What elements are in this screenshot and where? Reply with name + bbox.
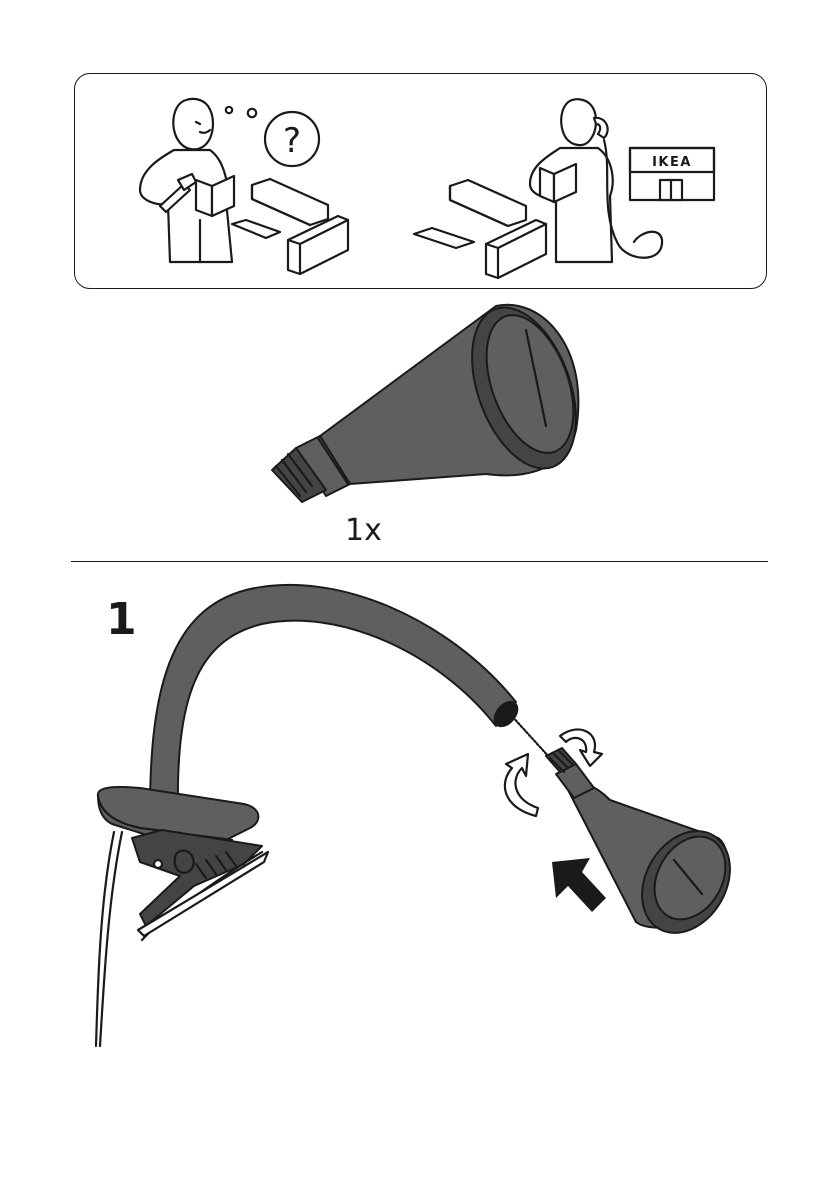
power-cable-edge [100, 832, 122, 1046]
push-arrow-icon [552, 858, 606, 912]
lamp-arm-icon [150, 585, 523, 812]
question-mark: ? [283, 121, 301, 161]
lamp-clamp-icon [98, 787, 268, 940]
thought-dot-icon [226, 107, 232, 113]
thought-dot-icon [248, 109, 256, 117]
lamp-shade-attach-icon [546, 748, 748, 949]
step-number: 1 [106, 594, 137, 645]
furniture-pieces-icon [232, 179, 348, 274]
section-divider [71, 561, 768, 562]
power-cable-icon [96, 832, 114, 1046]
furniture-pieces-icon [414, 180, 546, 278]
lamp-shade-part-icon [272, 293, 596, 502]
alignment-line [510, 714, 550, 758]
store-sign: IKEA [652, 155, 692, 170]
confused-person-icon [140, 99, 234, 262]
part-quantity: 1x [345, 513, 382, 548]
